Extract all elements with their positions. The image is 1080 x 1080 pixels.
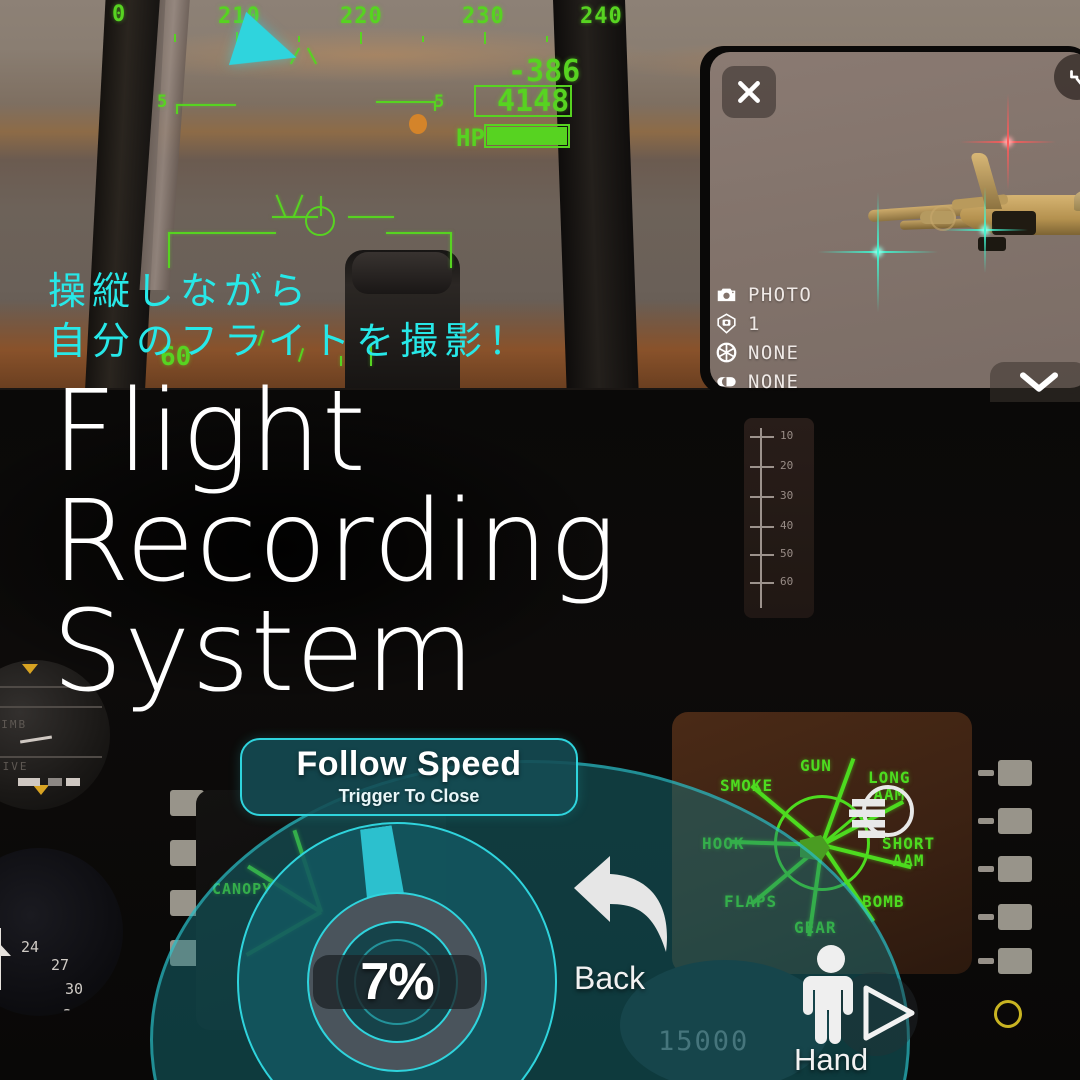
- vtape-30: 30: [780, 489, 794, 502]
- subtitle-japanese: 操縦しながら 自分のフライトを撮影！: [48, 269, 533, 364]
- hand-button[interactable]: Hand: [782, 944, 962, 1080]
- aircraft-landing-gear: [978, 237, 1006, 251]
- aircraft-preview-render: [860, 147, 1080, 297]
- rotate-icon: [1070, 70, 1080, 85]
- grab-hand-icon: [849, 785, 914, 838]
- follow-speed-dial[interactable]: 7%: [237, 822, 557, 1080]
- aircraft-engine: [992, 211, 1036, 235]
- mfd-item-gun[interactable]: GUN: [800, 756, 832, 775]
- camera-close-button[interactable]: [722, 66, 776, 118]
- warning-light: [994, 1000, 1022, 1028]
- aircraft-prop: [930, 205, 956, 231]
- camera-settings-list: PHOTO 1 NONE NONE: [716, 280, 946, 396]
- mfd-item-short-aam[interactable]: SHORT AAM: [882, 834, 936, 870]
- adi-trim-left: [18, 778, 40, 786]
- person-icon: [803, 945, 853, 1044]
- camera-collapse-button[interactable]: [990, 362, 1080, 402]
- camera-filter-value: NONE: [748, 370, 800, 393]
- vertical-scale-gauge: 10 20 30 40 50 60: [744, 418, 814, 618]
- shutter-icon: [717, 313, 736, 334]
- camera-shutter-value: 1: [748, 312, 761, 335]
- aircraft-canopy: [1074, 189, 1080, 211]
- mfd-right-button-1[interactable]: [998, 760, 1032, 786]
- mfd-right-button-3[interactable]: [998, 856, 1032, 882]
- camera-icon: [717, 288, 736, 302]
- play-triangle-icon: [863, 985, 915, 1041]
- dial-value-text: 7%: [360, 953, 434, 1011]
- tooltip-subtitle: Trigger To Close: [338, 786, 480, 806]
- mfd-right-button-4[interactable]: [998, 904, 1032, 930]
- vtape-20: 20: [780, 459, 794, 472]
- mfd-right-button-5[interactable]: [998, 948, 1032, 974]
- filter-icon: [717, 377, 736, 387]
- aperture-icon: [716, 342, 737, 363]
- mfd-item-bomb[interactable]: BOMB: [862, 892, 905, 911]
- page-title: Flight Recording System: [52, 367, 618, 717]
- adi-dive-label: DIVE: [0, 760, 29, 773]
- camera-mode-value: PHOTO: [748, 283, 813, 306]
- camera-aperture-row[interactable]: NONE: [716, 338, 946, 367]
- vtape-60: 60: [780, 575, 794, 588]
- adi-trim-right: [66, 778, 80, 786]
- mfd-right-button-2[interactable]: [998, 808, 1032, 834]
- adi-trim-center: [48, 778, 62, 786]
- vtape-40: 40: [780, 519, 794, 532]
- camera-shutter-row[interactable]: 1: [716, 309, 946, 338]
- mfd-item-smoke[interactable]: SMOKE: [720, 776, 774, 795]
- back-arrow-icon: [574, 856, 667, 952]
- adi-bank-pointer: [33, 785, 49, 795]
- vtape-10: 10: [780, 429, 794, 442]
- tooltip-title: Follow Speed: [296, 745, 522, 783]
- title-backdrop: [0, 368, 720, 728]
- sun-orb: [409, 114, 427, 134]
- dial-value-pill: [313, 955, 481, 1009]
- chevron-down-icon: [1020, 372, 1058, 392]
- close-icon: [738, 81, 760, 103]
- camera-filter-row[interactable]: NONE: [716, 367, 946, 396]
- camera-aperture-value: NONE: [748, 341, 800, 364]
- hand-button-label: Hand: [794, 1042, 869, 1077]
- control-stick-grip[interactable]: [352, 252, 452, 294]
- camera-mode-row[interactable]: PHOTO: [716, 280, 946, 309]
- vtape-50: 50: [780, 547, 794, 560]
- back-button-label: Back: [574, 960, 646, 996]
- camera-preview-panel: [710, 52, 1080, 388]
- follow-speed-tooltip[interactable]: Follow Speed Trigger To Close: [240, 738, 578, 816]
- back-button[interactable]: Back: [566, 852, 686, 1002]
